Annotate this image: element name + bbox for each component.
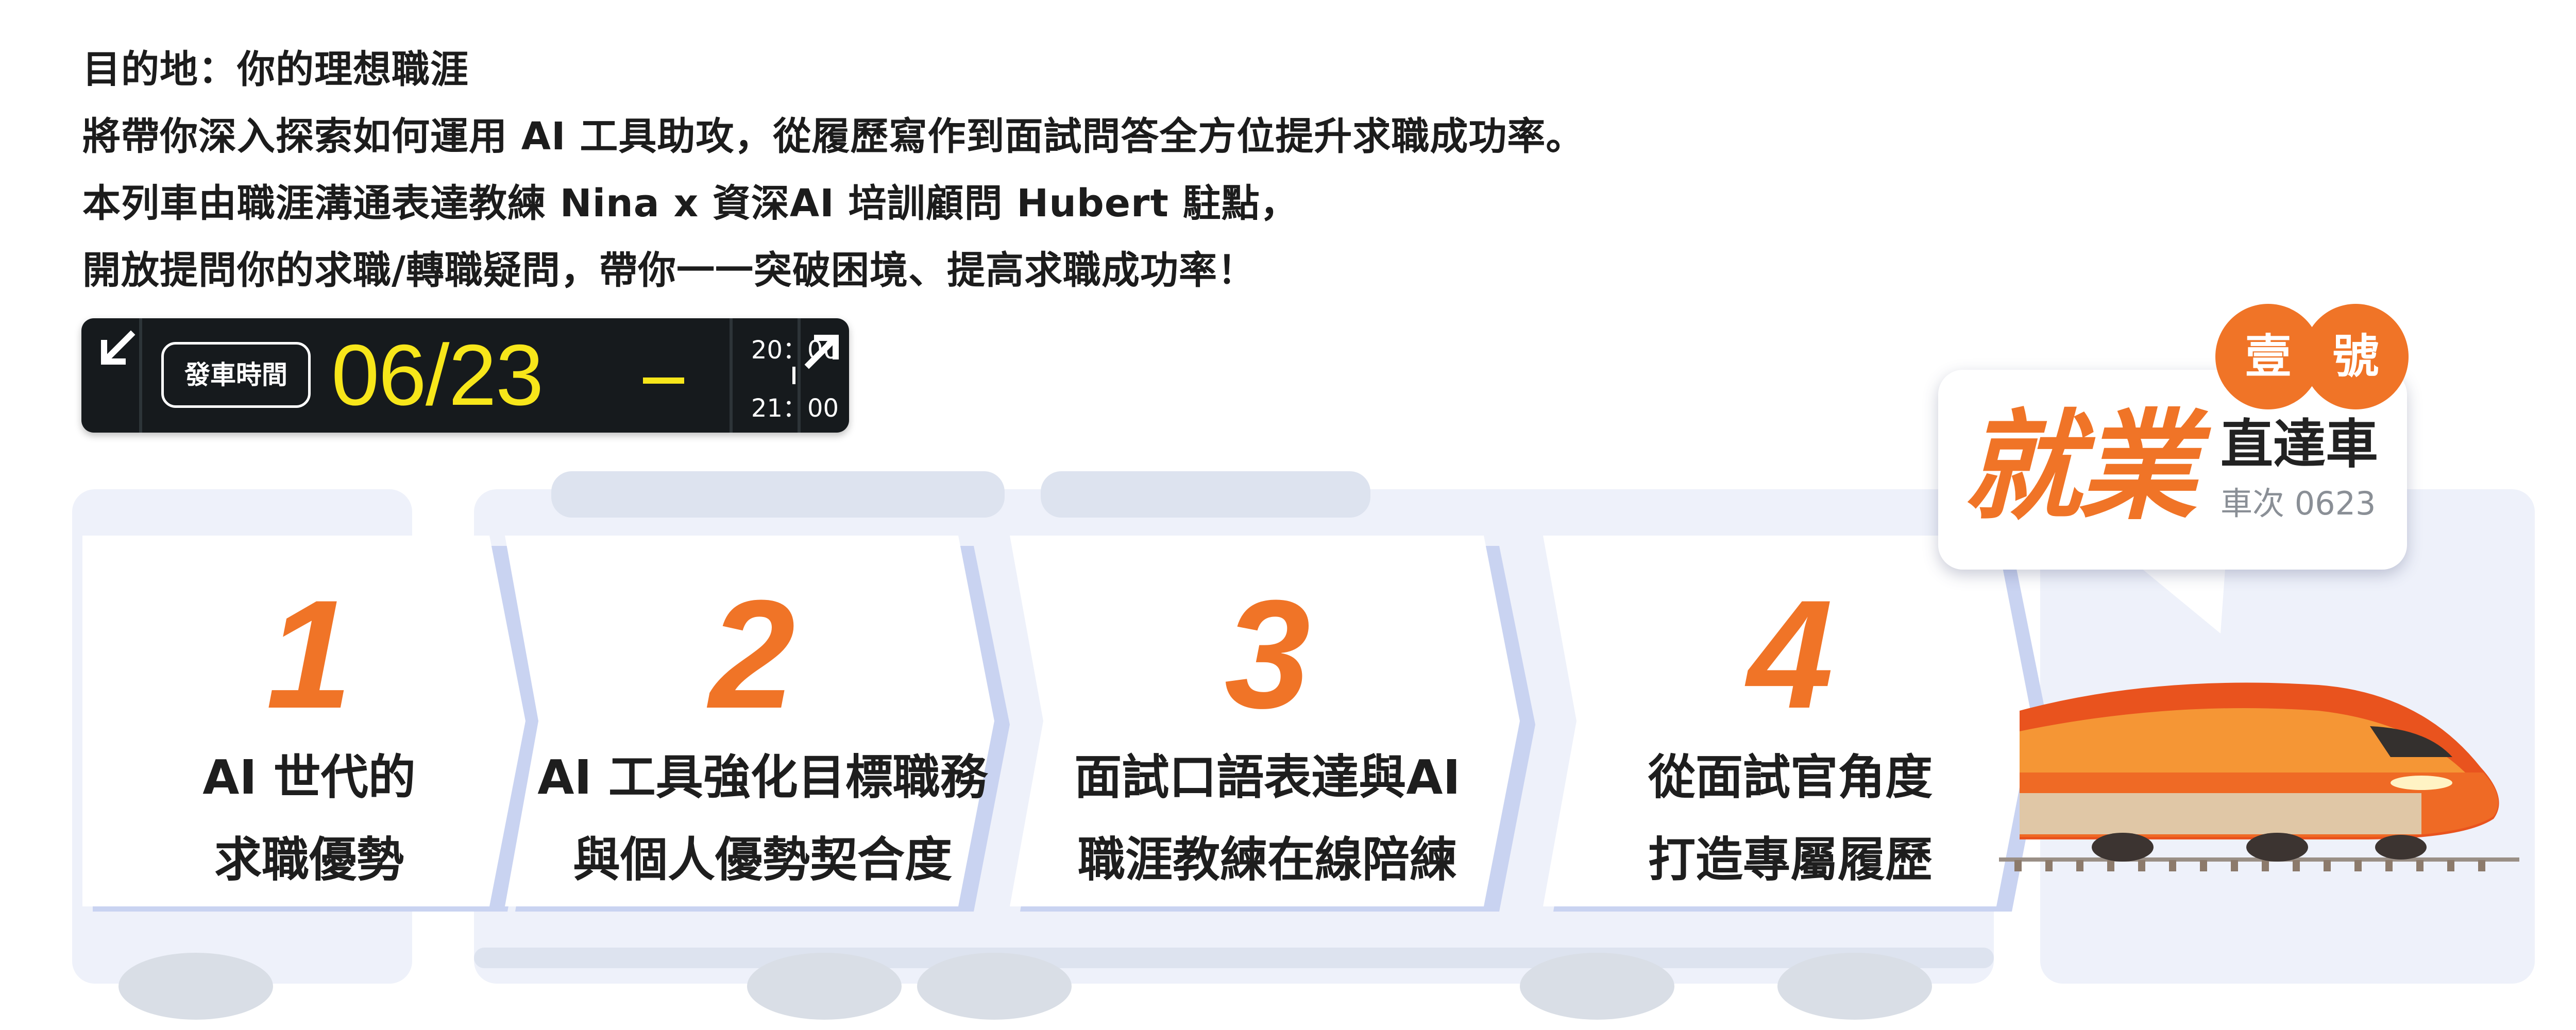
brand-badge-right: 號 xyxy=(2303,304,2409,409)
step-number: 4 xyxy=(1747,568,1834,741)
train-wheel xyxy=(1520,953,1674,1020)
train-wheel xyxy=(1777,953,1932,1020)
end-time: 21：00 xyxy=(751,394,839,423)
step-label-line: 與個人優勢契合度 xyxy=(572,832,952,887)
step-card-shape xyxy=(82,536,541,912)
intro-text: 目的地：你的理想職涯 將帶你深入探索如何運用 AI 工具助攻，從履歷寫作到面試問… xyxy=(82,36,1584,304)
train-wheel xyxy=(118,953,273,1020)
step-label-line: AI 工具強化目標職務 xyxy=(537,750,988,805)
brand-big-word: 就業 xyxy=(1963,399,2197,536)
intro-destination: 目的地：你的理想職涯 xyxy=(82,47,469,92)
brand-route: 直達車 xyxy=(2221,414,2378,475)
step-card-2: 2 AI 工具強化目標職務 與個人優勢契合度 xyxy=(495,530,1010,919)
train-roof xyxy=(551,471,1005,518)
brand-bubble-tail xyxy=(2133,561,2226,633)
departure-tag: 發車時間 xyxy=(161,342,311,408)
board-divider xyxy=(798,318,801,433)
step-label-line: 打造專屬履歷 xyxy=(1648,832,1933,887)
step-label-line: 求職優勢 xyxy=(214,832,404,887)
step-card-3: 3 面試口語表達與AI 職涯教練在線陪練 xyxy=(999,530,1535,919)
brand-train-number: 車次 0623 xyxy=(2221,485,2376,522)
arrow-up-right-icon xyxy=(803,330,844,379)
brand-bubble: 就業 直達車 車次 0623 xyxy=(1938,370,2407,570)
board-divider xyxy=(139,318,142,433)
step-card-shape xyxy=(1010,536,1535,912)
train-wheel xyxy=(747,953,902,1020)
step-card-shape xyxy=(1543,536,2048,912)
intro-hosts: 本列車由職涯溝通表達教練 Nina x 資深AI 培訓顧問 Hubert 駐點， xyxy=(82,181,1299,226)
departure-board: 發車時間 06/23 20：00 21：00 xyxy=(81,318,849,433)
step-number: 3 xyxy=(1224,568,1311,741)
step-card-shape xyxy=(505,536,1010,912)
train-wheel xyxy=(917,953,1072,1020)
board-divider xyxy=(730,318,733,433)
arrow-down-left-icon xyxy=(96,329,137,377)
date-dash xyxy=(643,377,684,384)
step-label-line: 面試口語表達與AI xyxy=(1074,750,1461,805)
intro-description: 將帶你深入探索如何運用 AI 工具助攻，從履歷寫作到面試問答全方位提升求職成功率… xyxy=(82,114,1585,159)
train-roof xyxy=(1041,471,1370,518)
step-label-line: 職涯教練在線陪練 xyxy=(1077,832,1457,887)
time-separator xyxy=(792,367,795,384)
step-card-4: 4 從面試官角度 打造專屬履歷 xyxy=(1533,530,2048,919)
intro-invitation: 開放提問你的求職/轉職疑問，帶你一一突破困境、提高求職成功率！ xyxy=(82,248,1257,293)
bullet-train-illustration xyxy=(1999,682,2519,871)
step-card-1: 1 AI 世代的 求職優勢 xyxy=(77,530,541,919)
step-number: 1 xyxy=(266,568,352,741)
departure-date: 06/23 xyxy=(331,327,544,423)
step-number: 2 xyxy=(709,568,795,741)
step-label-line: AI 世代的 xyxy=(202,750,416,805)
step-label-line: 從面試官角度 xyxy=(1648,750,1933,805)
train-underbody xyxy=(474,948,1994,968)
